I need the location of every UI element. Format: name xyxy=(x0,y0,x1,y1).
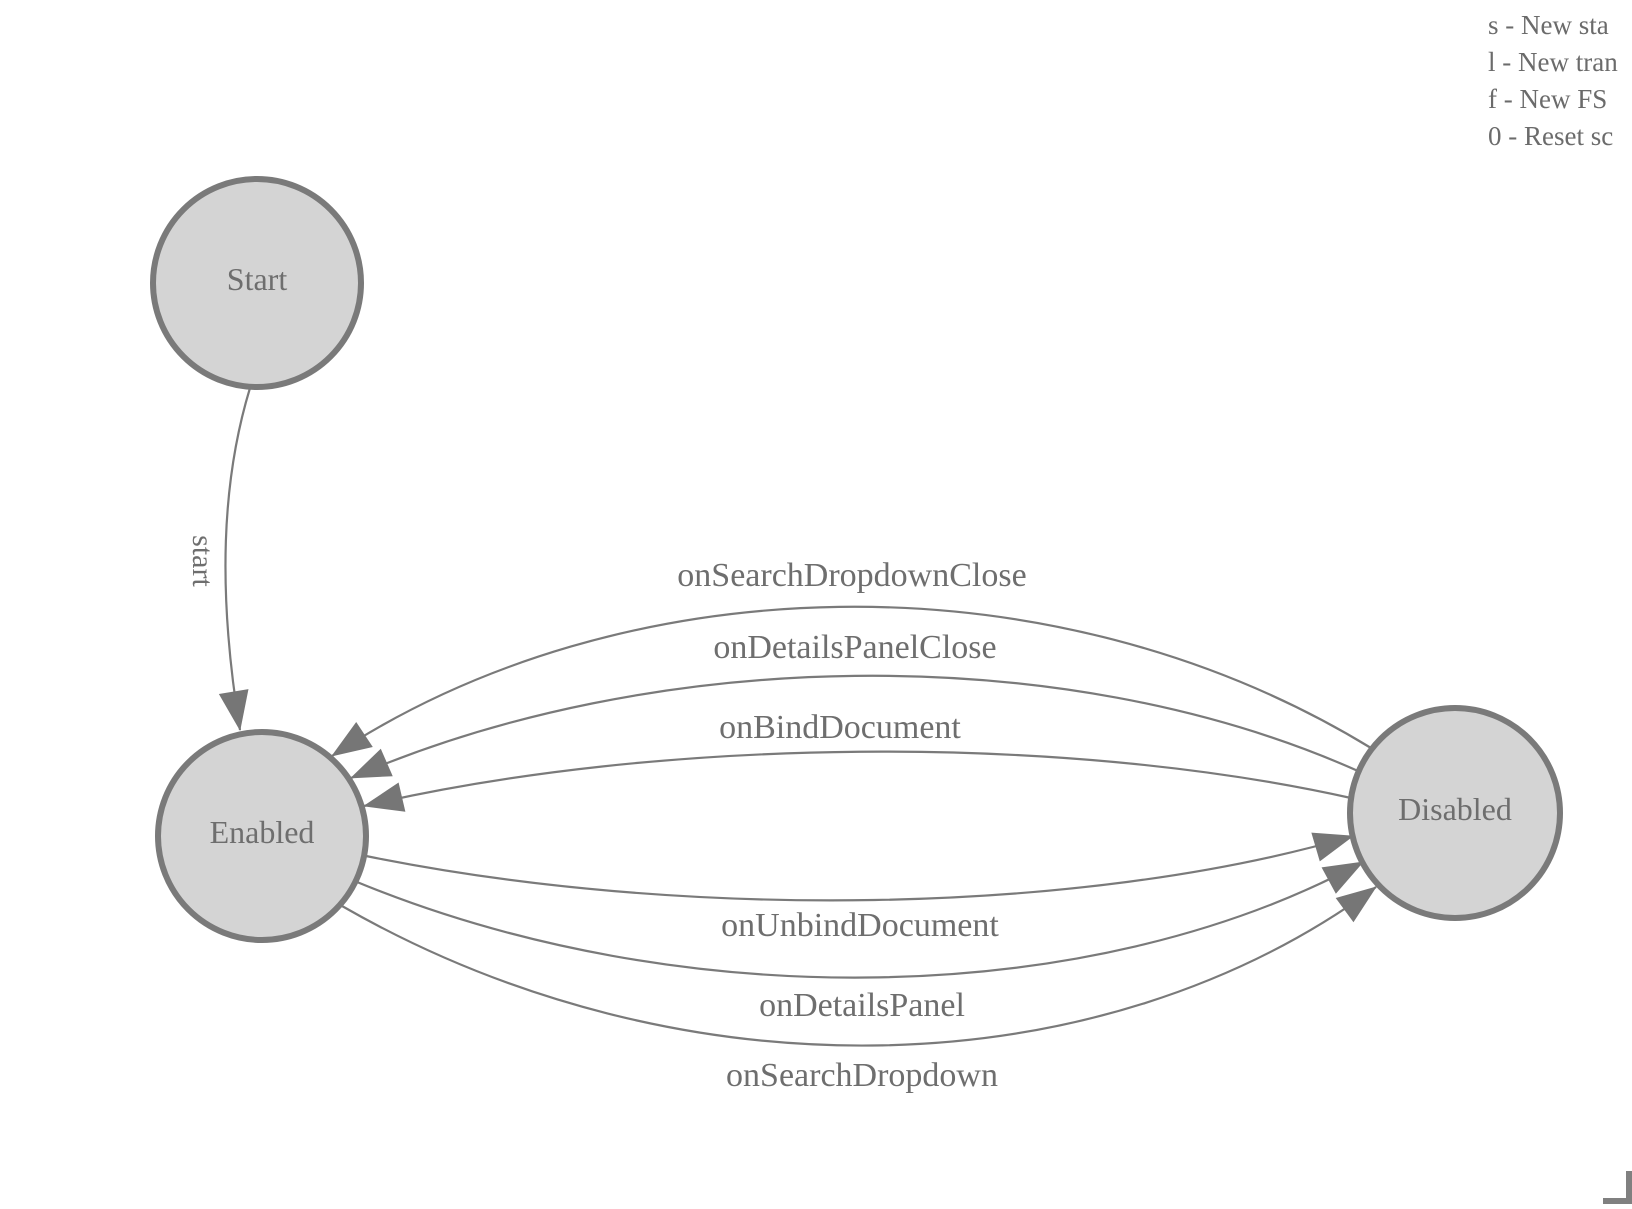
viewport-corner-horizontal-bar xyxy=(1603,1198,1632,1204)
transition-onSearchDropdownClose-edge[interactable] xyxy=(331,605,1372,757)
transition-onDetailsPanelClose: onDetailsPanelClose xyxy=(350,629,1359,780)
transition-onSearchDropdownClose: onSearchDropdownClose xyxy=(331,557,1372,757)
viewport-corner-vertical-bar xyxy=(1626,1171,1632,1204)
state-disabled-node[interactable] xyxy=(1347,705,1563,921)
legend-line-reset-scale: 0 - Reset sc xyxy=(1488,121,1614,151)
transition-start: start xyxy=(186,387,252,731)
viewport-corner xyxy=(1603,1171,1632,1204)
transition-onUnbindDocument-edge[interactable] xyxy=(365,832,1354,902)
transition-onDetailsPanelClose-edge[interactable] xyxy=(350,674,1359,780)
state-start: Start xyxy=(150,176,364,390)
transition-onSearchDropdown-label: onSearchDropdown xyxy=(726,1057,998,1094)
transition-onSearchDropdownClose-label: onSearchDropdownClose xyxy=(677,557,1026,594)
transition-start-edge[interactable] xyxy=(218,387,252,731)
transition-start-label: start xyxy=(186,535,219,587)
transition-onSearchDropdown: onSearchDropdown xyxy=(341,886,1377,1094)
shortcut-legend: s - New sta l - New tran f - New FS 0 - … xyxy=(1488,7,1618,155)
state-start-node[interactable] xyxy=(150,176,364,390)
state-enabled-node[interactable] xyxy=(155,729,369,943)
state-disabled: Disabled xyxy=(1347,705,1563,921)
transition-onUnbindDocument-label: onUnbindDocument xyxy=(721,907,999,944)
transition-onBindDocument: onBindDocument xyxy=(363,709,1352,812)
transition-onDetailsPanel: onDetailsPanel xyxy=(356,861,1364,1024)
legend-line-new-state: s - New sta xyxy=(1488,10,1609,40)
transition-onDetailsPanel-label: onDetailsPanel xyxy=(759,987,965,1024)
transition-onDetailsPanelClose-label: onDetailsPanelClose xyxy=(713,629,996,666)
transition-onDetailsPanel-edge[interactable] xyxy=(356,861,1364,979)
transition-onBindDocument-edge[interactable] xyxy=(363,750,1352,812)
legend-line-new-transition: l - New tran xyxy=(1488,47,1618,77)
state-enabled-label: Enabled xyxy=(210,814,315,850)
transition-onBindDocument-label: onBindDocument xyxy=(719,709,961,746)
transition-onSearchDropdown-edge[interactable] xyxy=(341,886,1377,1047)
state-start-label: Start xyxy=(227,261,288,297)
state-disabled-label: Disabled xyxy=(1398,791,1512,827)
legend-line-new-fsm: f - New FS xyxy=(1488,84,1608,114)
state-enabled: Enabled xyxy=(155,729,369,943)
transition-onUnbindDocument: onUnbindDocument xyxy=(365,832,1354,944)
